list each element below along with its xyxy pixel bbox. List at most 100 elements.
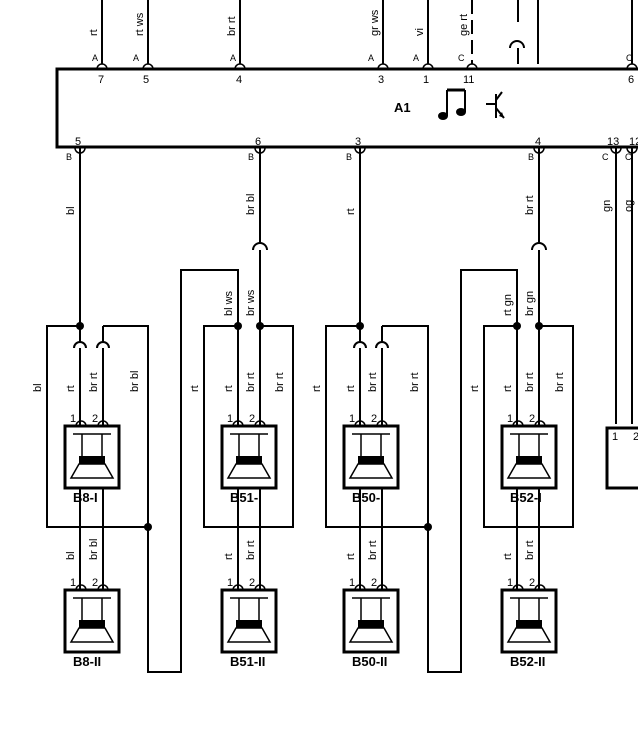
pin-number: 3	[378, 74, 384, 86]
pin-number: 1	[612, 431, 618, 443]
speaker-icon	[79, 620, 105, 628]
plug-letter: A	[133, 53, 139, 63]
speaker-wire	[516, 326, 540, 426]
pin-number: 6	[628, 74, 634, 86]
wire-label: rt	[502, 553, 514, 560]
pin-number: 3	[355, 136, 361, 148]
plug-letter: A	[92, 53, 98, 63]
speaker-icon	[236, 456, 262, 464]
wire-label: gn	[601, 200, 613, 212]
junction-dot	[424, 523, 432, 531]
speaker-wire	[375, 326, 389, 426]
pin-number: 4	[535, 136, 541, 148]
speaker-lead	[518, 598, 540, 620]
speaker-lead	[360, 598, 382, 620]
speaker-lead	[81, 598, 103, 620]
top-wires	[101, 0, 633, 64]
speaker-wire	[237, 326, 261, 426]
pin-number: 12	[629, 136, 638, 148]
plug-letter: B	[528, 152, 534, 162]
speaker-icon	[516, 620, 542, 628]
speaker-wire	[79, 488, 104, 590]
speaker-cone-icon	[506, 463, 552, 479]
pin-marks	[232, 420, 266, 427]
top-wire-label: br rt	[226, 16, 238, 36]
speaker-name: B52-II	[510, 654, 545, 669]
pin-number: 2	[371, 413, 377, 425]
wire-label: rt	[189, 385, 201, 392]
pin-number: 1	[507, 413, 513, 425]
pin-number: 13	[607, 136, 619, 148]
module-name: A1	[394, 100, 411, 115]
wire-label: br bl	[129, 371, 141, 392]
pin-number: 1	[349, 577, 355, 589]
wire-label: br rt	[245, 540, 257, 560]
speaker-name: B50-I	[352, 490, 384, 505]
speaker-cone-icon	[506, 627, 552, 643]
wire-label: bl	[32, 383, 44, 392]
pin-number: 2	[249, 577, 255, 589]
top-wire-label: rt ws	[134, 12, 146, 36]
wire-label: rt	[345, 553, 357, 560]
speaker-name: B51-II	[230, 654, 265, 669]
wire-label: br ws	[245, 289, 257, 316]
junction-dot	[256, 322, 264, 330]
wire-label: br rt	[367, 540, 379, 560]
pin-number: 5	[75, 136, 81, 148]
pin-number: 1	[349, 413, 355, 425]
wire-label: br rt	[524, 540, 536, 560]
speaker-lead	[81, 434, 103, 456]
speaker-cone-icon	[226, 463, 272, 479]
wire-label: rt	[345, 385, 357, 392]
top-wire-label: rt	[88, 29, 100, 36]
wire-label: bl	[65, 551, 77, 560]
speaker-icon	[358, 456, 384, 464]
pin-number: 1	[227, 413, 233, 425]
pin-number: 11	[463, 74, 474, 86]
junction-dot	[535, 322, 543, 330]
speaker-wire	[73, 326, 87, 426]
speaker-lead	[238, 434, 260, 456]
music-note-icon	[438, 88, 466, 120]
group-frame-wire	[325, 325, 429, 528]
wire-label: br rt	[274, 372, 286, 392]
pin-number: 1	[507, 577, 513, 589]
speaker-lead	[360, 434, 382, 456]
pin-number: 2	[633, 431, 638, 443]
pin-number: 2	[371, 577, 377, 589]
wire-label: rt	[65, 385, 77, 392]
speaker-icon	[358, 620, 384, 628]
wire-label: br rt	[524, 372, 536, 392]
speaker-cone-icon	[69, 627, 115, 643]
speaker-cone-icon	[69, 463, 115, 479]
wire-label: br bl	[88, 539, 100, 560]
pin-number: 1	[423, 74, 429, 86]
plug-letter: A	[413, 53, 419, 63]
speaker-cone-icon	[348, 627, 394, 643]
plug-letter: C	[602, 152, 609, 162]
bottom-connector-marks	[74, 147, 638, 154]
speaker-wire	[237, 488, 261, 590]
speaker-icon	[79, 456, 105, 464]
group-frame-wire	[483, 325, 574, 528]
plug-letter: C	[625, 152, 632, 162]
junction-dot	[513, 322, 521, 330]
pin-marks	[354, 420, 388, 427]
speaker-wire	[359, 488, 383, 590]
top-wire-label: vi	[414, 28, 426, 36]
group-frame-wire	[46, 325, 149, 528]
pin-number: 2	[529, 577, 535, 589]
wire-label: rt	[223, 385, 235, 392]
speaker-name: B52-I	[510, 490, 542, 505]
speaker-wire	[516, 488, 540, 590]
plug-letter: A	[368, 53, 374, 63]
wire-label: br rt	[367, 372, 379, 392]
speaker-lead	[518, 434, 540, 456]
speaker-name: B51-I	[230, 490, 262, 505]
wire-label: br bl	[245, 194, 257, 215]
pin-number: 4	[236, 74, 242, 86]
pin-marks	[232, 584, 266, 591]
wire-label: br rt	[88, 372, 100, 392]
pin-marks	[75, 584, 109, 591]
